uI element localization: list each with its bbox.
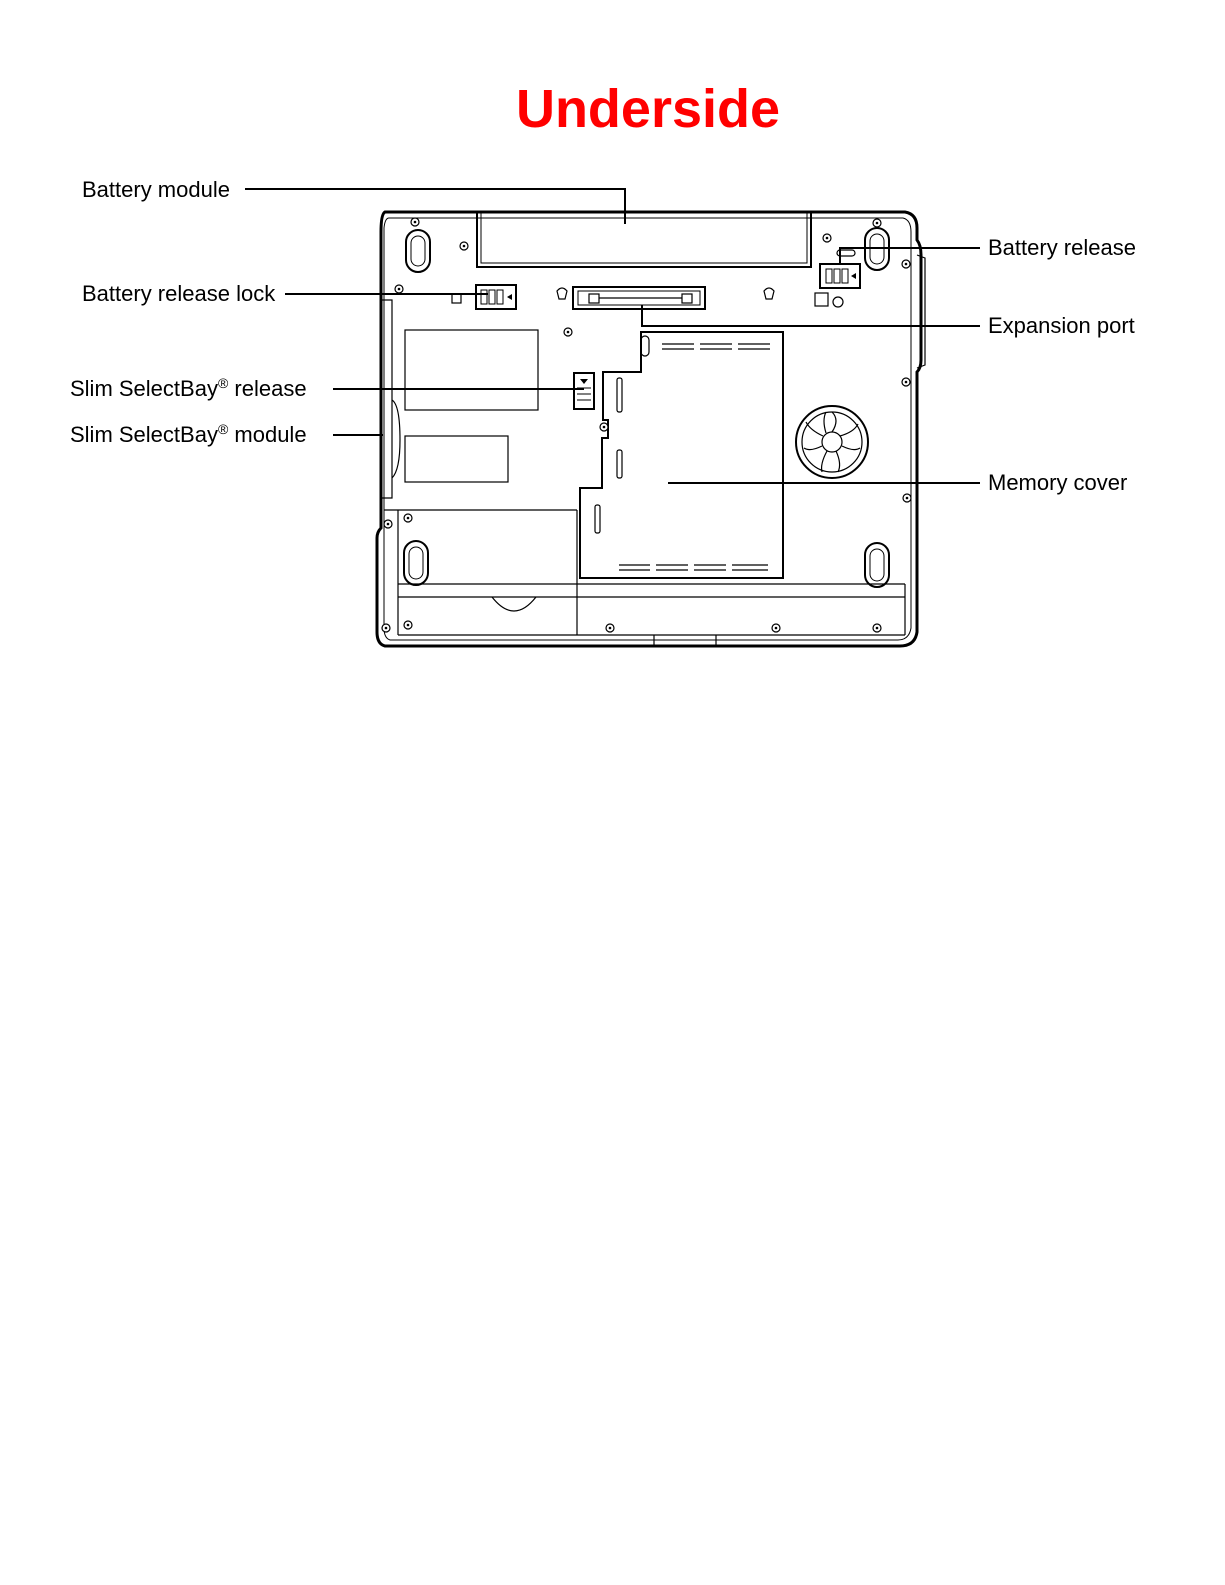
- label-slimselectbay-module-suffix: module: [228, 422, 306, 447]
- label-battery-release: Battery release: [988, 235, 1136, 260]
- battery-release-leader: [840, 248, 980, 264]
- battery-module: [477, 212, 811, 267]
- label-slimselectbay-module-text: Slim SelectBay: [70, 422, 218, 447]
- label-memory-cover: Memory cover: [988, 470, 1127, 495]
- memory-cover: [580, 332, 783, 578]
- rubber-feet: [404, 228, 889, 587]
- battery-release-lock-switch: [452, 285, 516, 309]
- label-slimselectbay-release: Slim SelectBay® release: [70, 375, 307, 401]
- chassis-outline: [377, 212, 921, 646]
- cooling-fan: [796, 406, 868, 478]
- label-battery-module: Battery module: [82, 177, 230, 202]
- battery-module-leader: [245, 189, 625, 224]
- label-slimselectbay-release-text: Slim SelectBay: [70, 376, 218, 401]
- label-slimselectbay-module: Slim SelectBay® module: [70, 421, 307, 447]
- label-battery-release-lock: Battery release lock: [82, 281, 276, 306]
- label-slimselectbay-release-suffix: release: [228, 376, 306, 401]
- slim-selectbay-compartment: [381, 300, 577, 510]
- expansion-port: [557, 287, 774, 309]
- callout-lines: [245, 189, 980, 483]
- slim-selectbay-release-switch: [574, 373, 594, 409]
- label-expansion-port: Expansion port: [988, 313, 1135, 338]
- laptop-underside-illustration: [377, 212, 925, 646]
- page-title: Underside: [516, 79, 780, 139]
- battery-release-switch: [815, 250, 860, 307]
